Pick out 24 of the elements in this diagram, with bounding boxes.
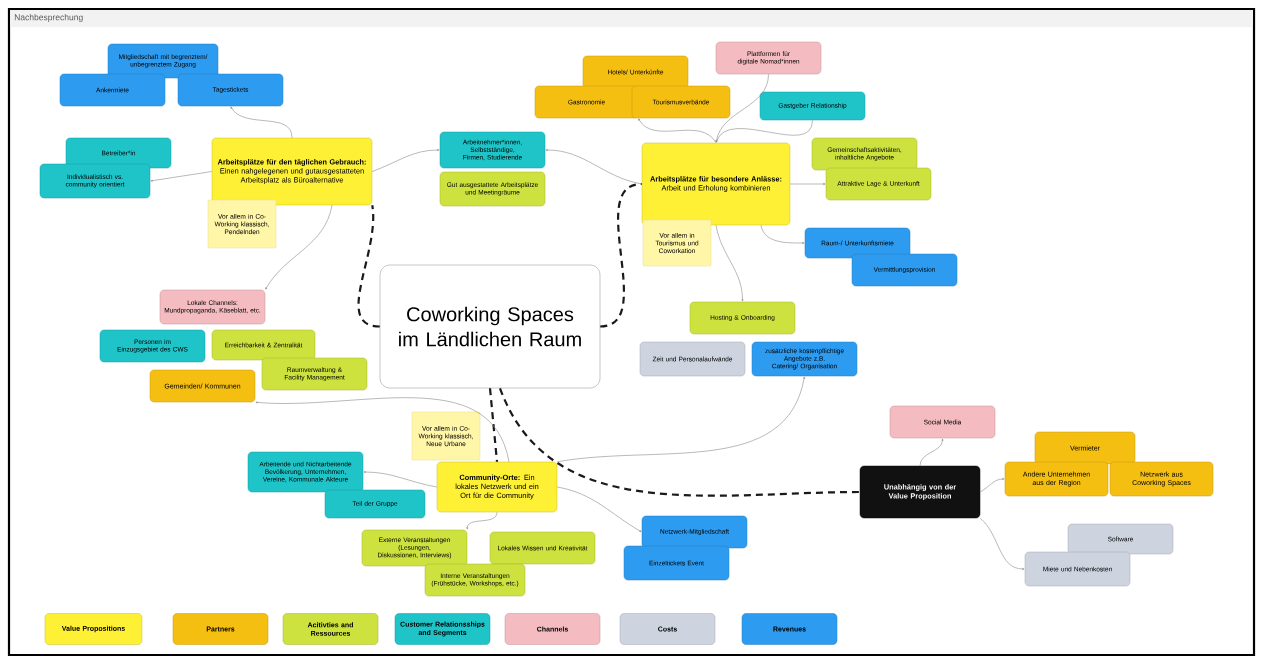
arrow	[979, 478, 1005, 493]
arrow	[255, 397, 510, 463]
arrow	[760, 224, 805, 244]
arrow	[265, 204, 333, 290]
arrow	[466, 511, 498, 530]
dashed-connector	[357, 205, 380, 328]
arrow	[979, 517, 1025, 570]
arrow	[638, 118, 717, 144]
arrow	[371, 149, 440, 172]
dashed-connector	[499, 387, 860, 497]
frame-title: Nachbesprechung	[14, 14, 83, 22]
arrow	[789, 183, 826, 185]
dashed-connector	[488, 388, 499, 462]
arrow	[715, 224, 744, 302]
arrow	[715, 119, 813, 143]
arrow	[230, 106, 293, 139]
arrow	[919, 438, 944, 467]
arrow	[715, 73, 769, 143]
arrow	[556, 486, 642, 532]
central-topic-box: Coworking Spaces im Ländlichen Raum	[379, 264, 601, 389]
arrow	[556, 376, 806, 463]
arrow	[545, 149, 643, 185]
arrow	[363, 471, 438, 488]
arrow	[150, 171, 213, 182]
